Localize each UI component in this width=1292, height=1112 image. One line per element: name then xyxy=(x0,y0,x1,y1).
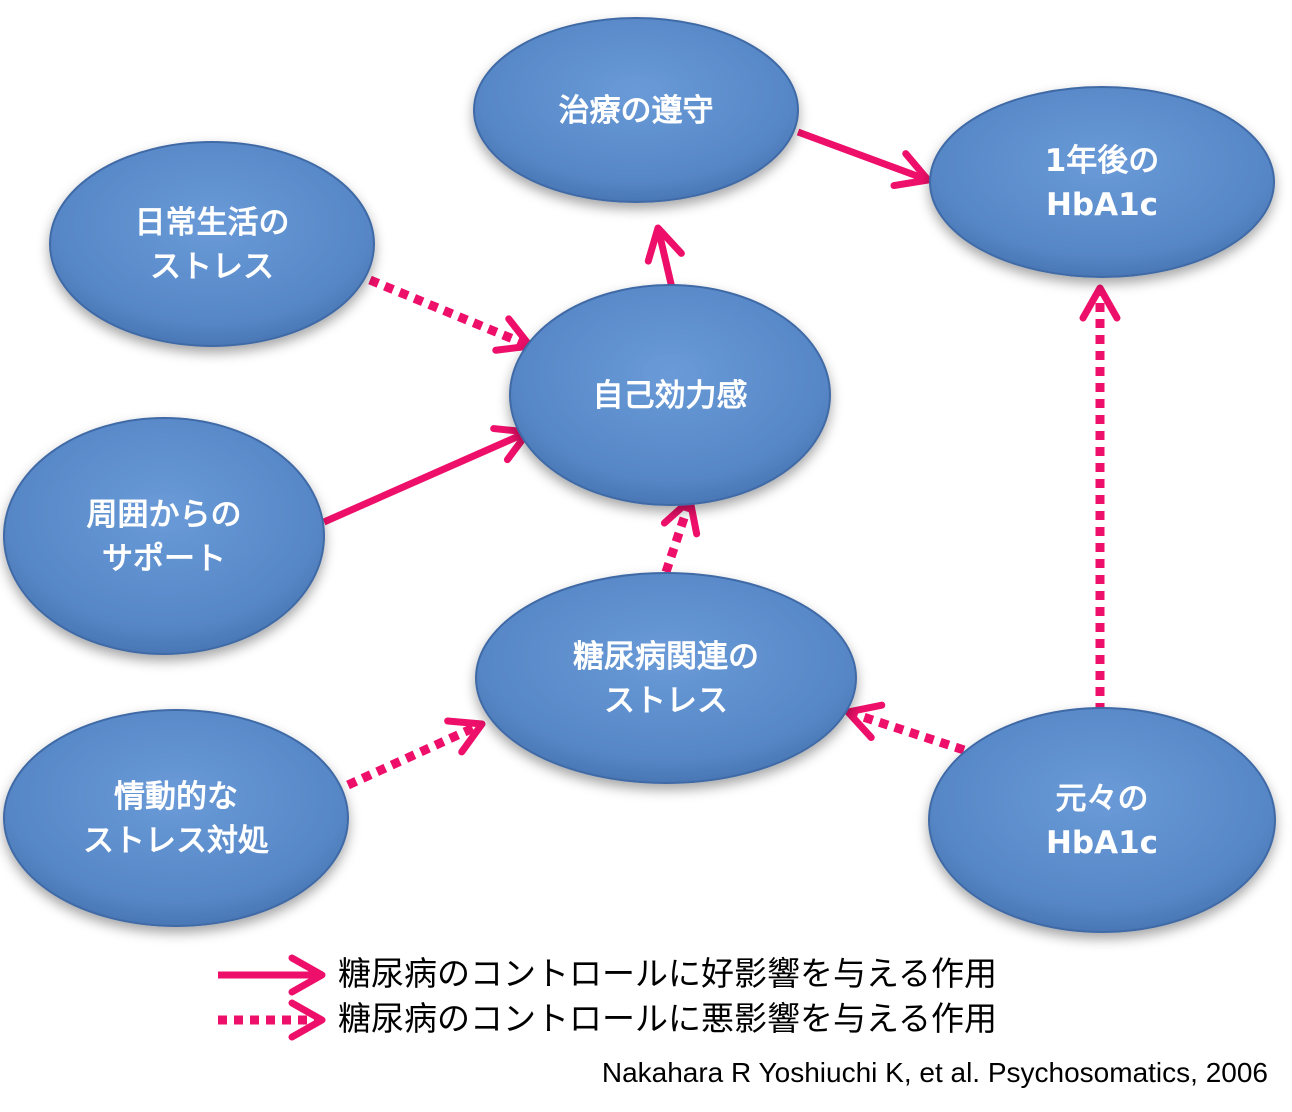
node-label: 日常生活の xyxy=(135,205,290,241)
node-label: サポート xyxy=(102,541,226,577)
edge-baseline-hba1c-to-diabetes-stress xyxy=(844,701,966,755)
legend-negative-line xyxy=(218,999,326,1041)
node-ellipse xyxy=(509,284,831,506)
node-label: 糖尿病関連の xyxy=(573,639,759,675)
arrow-head xyxy=(288,999,326,1041)
node-ellipse xyxy=(929,86,1275,278)
edge-emotional-coping-to-diabetes-stress xyxy=(346,717,486,790)
node-adherence: 治療の遵守 xyxy=(473,17,799,203)
arrow-head xyxy=(1079,284,1121,322)
legend: 糖尿病のコントロールに好影響を与える作用 糖尿病のコントロールに悪影響を与える作… xyxy=(218,954,997,1041)
node-label: HbA1c xyxy=(1046,825,1158,861)
arrow-shaft xyxy=(346,721,481,790)
nodes: 治療の遵守1年後のHbA1c日常生活のストレス自己効力感周囲からのサポート糖尿病… xyxy=(3,17,1276,933)
edges xyxy=(322,128,1121,790)
arrow-head xyxy=(644,224,685,265)
arrow-shaft xyxy=(655,231,676,289)
node-label: 情動的な xyxy=(114,779,238,815)
node-baseline-hba1c: 元々の HbA1c xyxy=(928,707,1276,933)
arrow-head xyxy=(844,701,886,741)
legend-negative-label: 糖尿病のコントロールに悪影響を与える作用 xyxy=(338,999,997,1038)
arrow-shaft xyxy=(368,275,529,349)
node-ellipse xyxy=(928,707,1276,933)
arrow-shaft xyxy=(322,430,526,526)
node-ellipse xyxy=(3,709,349,927)
edge-social-support-to-self-efficacy xyxy=(322,425,532,526)
node-label: 周囲からの xyxy=(87,497,242,533)
arrow-head xyxy=(444,717,486,756)
edge-self-efficacy-to-adherence xyxy=(644,224,685,289)
edge-daily-stress-to-self-efficacy xyxy=(368,275,534,354)
citation: Nakahara R Yoshiuchi K, et al. Psychosom… xyxy=(602,1057,1268,1088)
node-label: 治療の遵守 xyxy=(559,93,714,129)
edge-baseline-hba1c-to-hba1c-1yr xyxy=(1079,284,1121,712)
node-label: ストレス xyxy=(150,249,274,285)
legend-negative-arrow xyxy=(218,999,326,1041)
node-self-efficacy: 自己効力感 xyxy=(509,284,831,506)
node-ellipse xyxy=(49,141,375,347)
node-label: 自己効力感 xyxy=(593,378,748,414)
edge-adherence-to-hba1c-1yr xyxy=(796,128,932,190)
arrow-head xyxy=(288,954,326,996)
edge-diabetes-stress-to-self-efficacy xyxy=(660,496,701,574)
node-ellipse xyxy=(3,417,325,655)
node-ellipse xyxy=(475,572,857,784)
arrow-head xyxy=(890,150,932,190)
legend-positive-arrow xyxy=(218,954,326,996)
legend-positive-label: 糖尿病のコントロールに好影響を与える作用 xyxy=(338,954,997,993)
legend-positive-line xyxy=(218,954,326,996)
node-hba1c-1yr: 1年後の HbA1c xyxy=(929,86,1275,278)
node-label: 元々の xyxy=(1056,781,1149,817)
node-label: HbA1c xyxy=(1046,187,1158,223)
arrow-shaft xyxy=(850,708,966,755)
arrow-shaft xyxy=(661,502,694,574)
arrow-shaft xyxy=(796,128,926,182)
node-label: ストレス xyxy=(604,683,728,719)
node-label: 1年後の xyxy=(1045,143,1160,179)
node-ellipse xyxy=(473,17,799,203)
node-label: ストレス対処 xyxy=(83,823,269,859)
